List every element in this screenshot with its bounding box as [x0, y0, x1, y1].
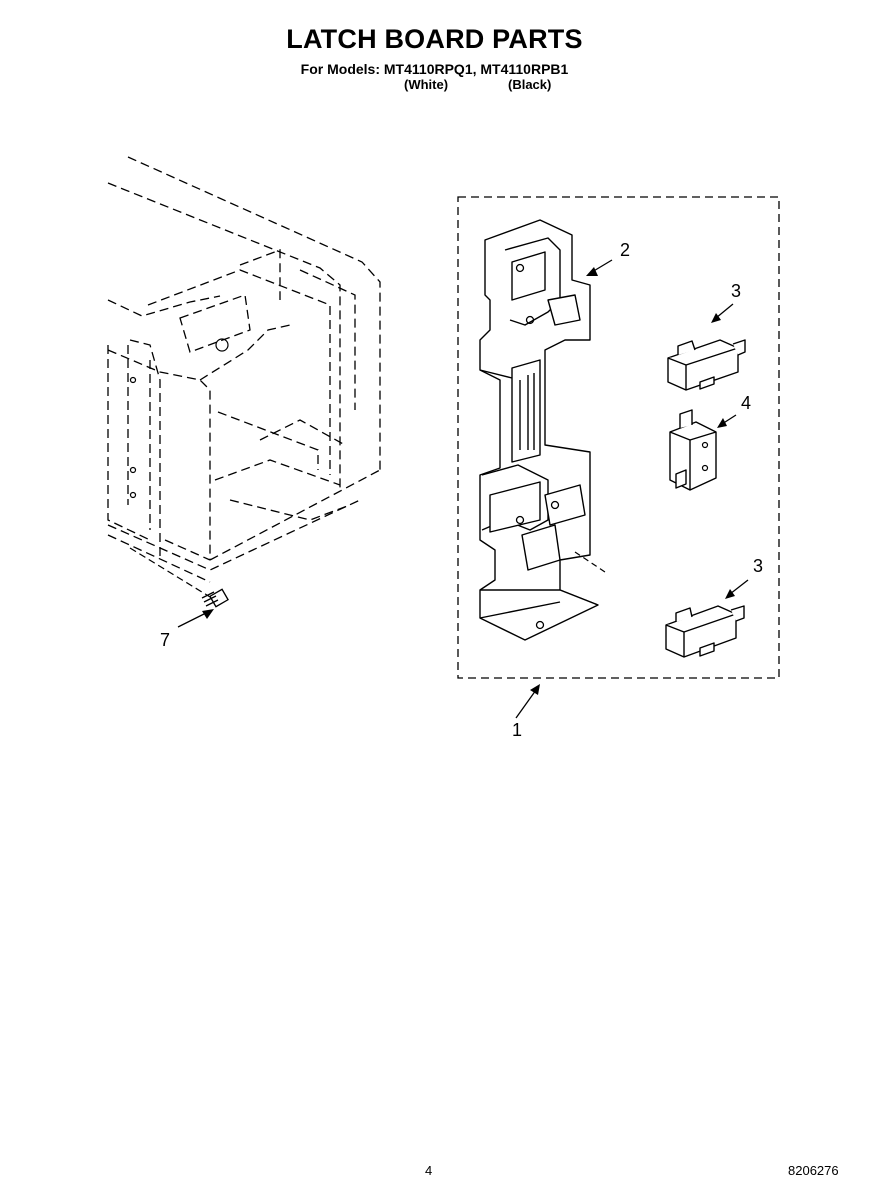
kit-box-part-1 [457, 196, 780, 679]
page-title: LATCH BOARD PARTS [286, 24, 583, 54]
switch-part-4 [669, 409, 717, 491]
document-number: 8206276 [788, 1163, 839, 1178]
cabinet-outline [107, 156, 381, 583]
variant-white: (White) [404, 77, 449, 92]
page-number: 4 [425, 1163, 433, 1178]
callout-3-lower: 3 [753, 556, 764, 576]
models-subtitle: For Models: MT4110RPQ1, MT4110RPB1 [300, 61, 569, 77]
variant-black: (Black) [508, 77, 552, 92]
callout-1: 1 [512, 720, 523, 740]
callout-4: 4 [741, 393, 752, 413]
callout-3-upper: 3 [731, 281, 742, 301]
callout-2: 2 [620, 240, 631, 260]
callout-7: 7 [160, 630, 171, 650]
latch-board-part-2 [479, 219, 599, 641]
switch-part-3-upper [667, 339, 746, 391]
screw-part-7 [201, 588, 229, 608]
switch-part-3-lower [665, 605, 745, 658]
